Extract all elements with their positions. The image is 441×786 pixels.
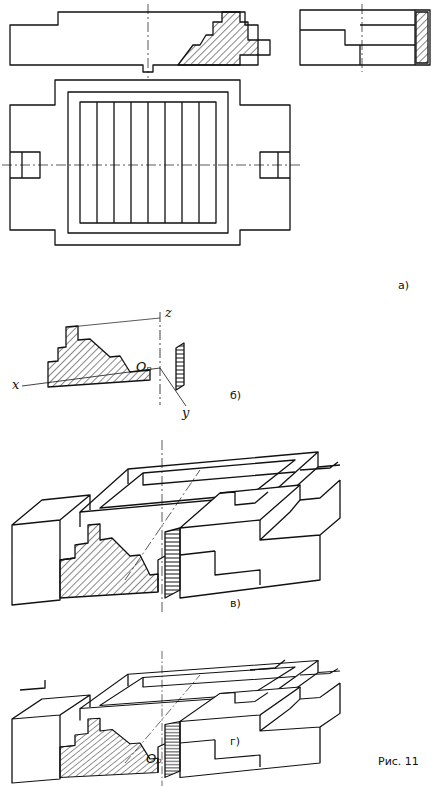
panel-letter: г): [230, 736, 240, 748]
section-sketch: [22, 312, 186, 406]
panel-letter: а): [398, 280, 409, 292]
axonometric-detail: [20, 660, 285, 690]
panel-letter: б): [230, 390, 241, 402]
side-view: [300, 4, 430, 72]
origin-label: Oₚ: [136, 360, 152, 374]
origin-label: Oₚ: [146, 752, 162, 766]
front-view: [10, 4, 270, 78]
axonometric-view: [12, 440, 340, 612]
axonometric-view-full: [12, 651, 340, 786]
axis-label: y: [182, 406, 189, 420]
axis-label: x: [12, 378, 19, 392]
top-view: [2, 80, 300, 245]
axis-label: z: [165, 306, 172, 320]
panel-letter: в): [230, 598, 241, 610]
figure-caption: Рис. 11: [378, 756, 419, 768]
